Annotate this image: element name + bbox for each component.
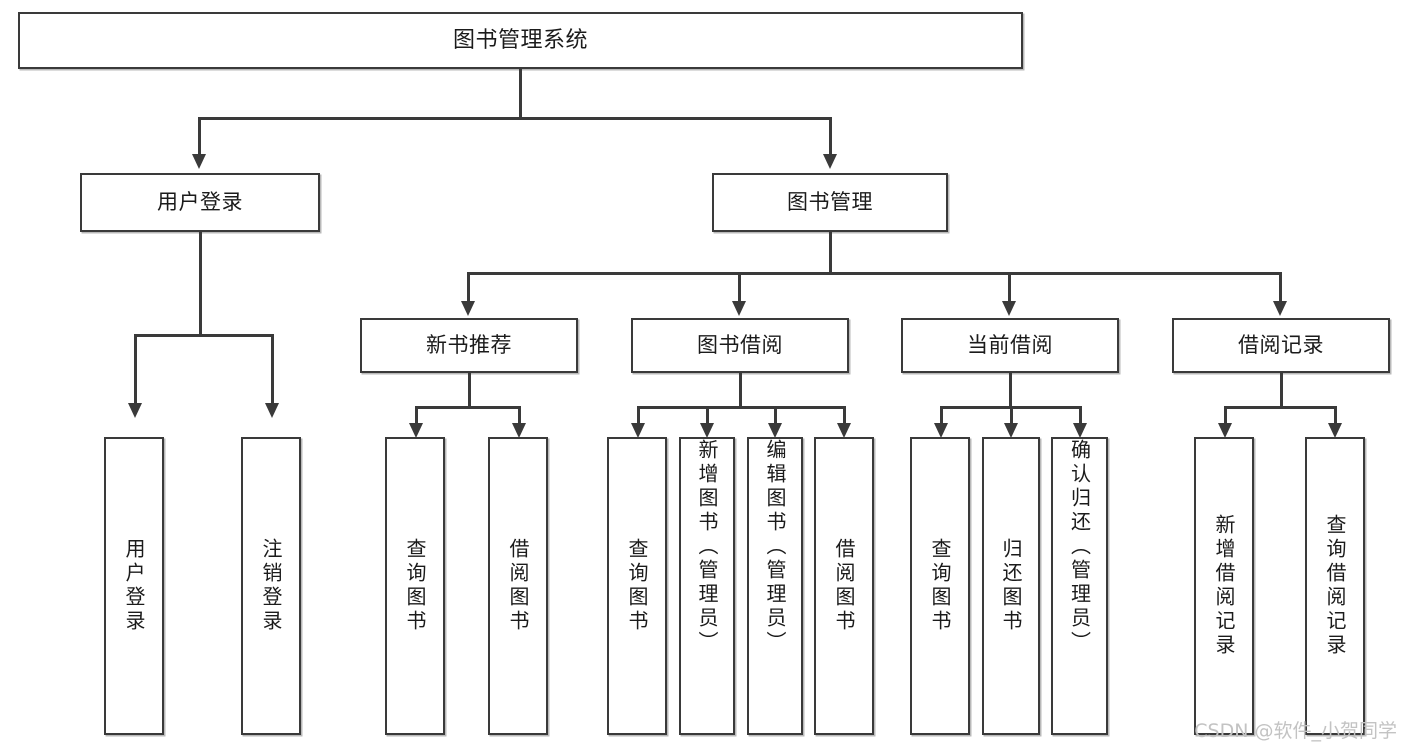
edge-br-to-leaf-1 [1224, 406, 1227, 428]
edge-to-book-borrow [738, 272, 741, 304]
edge-user-login-to-leaf-1 [134, 334, 137, 406]
node-label: 查询图书 [928, 538, 952, 634]
node-label: 图书借阅 [697, 333, 783, 358]
node-book-borrow[interactable]: 图书借阅 [631, 318, 849, 373]
edge-cb-to-leaf-1 [940, 406, 943, 428]
arrowhead-new-book [461, 301, 475, 316]
node-label: 用户登录 [122, 538, 146, 634]
node-label: 借阅图书 [832, 538, 856, 634]
edge-bb-to-leaf-2 [706, 406, 709, 428]
node-label: 新增借阅记录 [1212, 514, 1236, 658]
edge-bb-to-leaf-3 [774, 406, 777, 428]
edge-new-book-stem [468, 373, 471, 408]
edge-current-borrow-stem [1009, 373, 1012, 408]
arrowhead-nb-leaf-2 [512, 423, 526, 438]
leaf-confirm-return-admin[interactable]: 确认归还（管理员） [1051, 437, 1108, 735]
edge-new-book-to-leaf-1 [415, 406, 418, 428]
arrowhead-br-leaf-2 [1328, 423, 1342, 438]
edge-borrow-record-stem [1280, 373, 1283, 408]
edge-cb-to-leaf-2 [1010, 406, 1013, 428]
edge-user-login-bus [134, 334, 274, 337]
arrowhead-cb-leaf-2 [1004, 423, 1018, 438]
node-label: 归还图书 [999, 538, 1023, 634]
arrowhead-borrow-record [1273, 301, 1287, 316]
node-label: 借阅图书 [506, 538, 530, 634]
arrowhead-cb-leaf-3 [1073, 423, 1087, 438]
node-label: 查询图书 [403, 538, 427, 634]
arrowhead-nb-leaf-1 [409, 423, 423, 438]
edge-br-to-leaf-2 [1334, 406, 1337, 428]
leaf-return-book[interactable]: 归还图书 [982, 437, 1040, 735]
node-label: 新书推荐 [426, 333, 512, 358]
node-label: 新增图书（管理员） [695, 439, 719, 655]
edge-book-borrow-bus [637, 406, 844, 409]
edge-cb-to-leaf-3 [1079, 406, 1082, 428]
arrowhead-user-login [192, 154, 206, 169]
node-label: 确认归还（管理员） [1067, 439, 1092, 655]
arrowhead-leaf-user-login [128, 403, 142, 418]
edge-user-login-to-leaf-2 [271, 334, 274, 406]
edge-to-new-book [467, 272, 470, 304]
node-label: 用户登录 [157, 190, 243, 215]
edge-root-bus [198, 117, 832, 120]
leaf-query-book-nb[interactable]: 查询图书 [385, 437, 445, 735]
edge-bb-to-leaf-1 [637, 406, 640, 428]
node-label: 编辑图书（管理员） [763, 439, 787, 655]
node-label: 注销登录 [259, 538, 283, 634]
edge-root-to-book-mgmt [829, 117, 832, 157]
arrowhead-bb-leaf-4 [837, 423, 851, 438]
arrowhead-br-leaf-1 [1218, 423, 1232, 438]
node-label: 查询借阅记录 [1323, 514, 1347, 658]
arrowhead-cb-leaf-1 [934, 423, 948, 438]
leaf-add-book-admin[interactable]: 新增图书（管理员） [679, 437, 735, 735]
leaf-logout[interactable]: 注销登录 [241, 437, 301, 735]
node-label: 查询图书 [625, 538, 649, 634]
edge-root-to-user-login [198, 117, 201, 157]
arrowhead-leaf-logout [265, 403, 279, 418]
node-label: 当前借阅 [967, 333, 1053, 358]
leaf-add-borrow-record[interactable]: 新增借阅记录 [1194, 437, 1254, 735]
node-current-borrow[interactable]: 当前借阅 [901, 318, 1119, 373]
leaf-edit-book-admin[interactable]: 编辑图书（管理员） [747, 437, 803, 735]
edge-to-borrow-record [1279, 272, 1282, 304]
leaf-user-login[interactable]: 用户登录 [104, 437, 164, 735]
leaf-query-borrow-record[interactable]: 查询借阅记录 [1305, 437, 1365, 735]
edge-user-login-stem [199, 232, 202, 336]
arrowhead-book-mgmt [823, 154, 837, 169]
leaf-query-book-bb[interactable]: 查询图书 [607, 437, 667, 735]
edge-to-current-borrow [1008, 272, 1011, 304]
node-label: 图书管理 [787, 190, 873, 215]
node-new-book-recommend[interactable]: 新书推荐 [360, 318, 578, 373]
node-root-system[interactable]: 图书管理系统 [18, 12, 1023, 69]
edge-new-book-to-leaf-2 [518, 406, 521, 428]
edge-new-book-bus [415, 406, 520, 409]
edge-borrow-record-bus [1224, 406, 1337, 409]
leaf-borrow-book-bb[interactable]: 借阅图书 [814, 437, 874, 735]
leaf-borrow-book-nb[interactable]: 借阅图书 [488, 437, 548, 735]
arrowhead-current-borrow [1002, 301, 1016, 316]
arrowhead-bb-leaf-3 [768, 423, 782, 438]
edge-book-mgmt-stem [829, 232, 832, 274]
edge-root-stem [519, 69, 522, 117]
arrowhead-bb-leaf-1 [631, 423, 645, 438]
node-label: 图书管理系统 [452, 27, 588, 53]
edge-book-borrow-stem [739, 373, 742, 408]
edge-bb-to-leaf-4 [843, 406, 846, 428]
edge-book-mgmt-bus [467, 272, 1279, 275]
node-user-login[interactable]: 用户登录 [80, 173, 320, 232]
leaf-query-book-cb[interactable]: 查询图书 [910, 437, 970, 735]
arrowhead-bb-leaf-2 [700, 423, 714, 438]
node-label: 借阅记录 [1238, 333, 1324, 358]
arrowhead-book-borrow [732, 301, 746, 316]
node-borrow-record[interactable]: 借阅记录 [1172, 318, 1390, 373]
node-book-management[interactable]: 图书管理 [712, 173, 948, 232]
